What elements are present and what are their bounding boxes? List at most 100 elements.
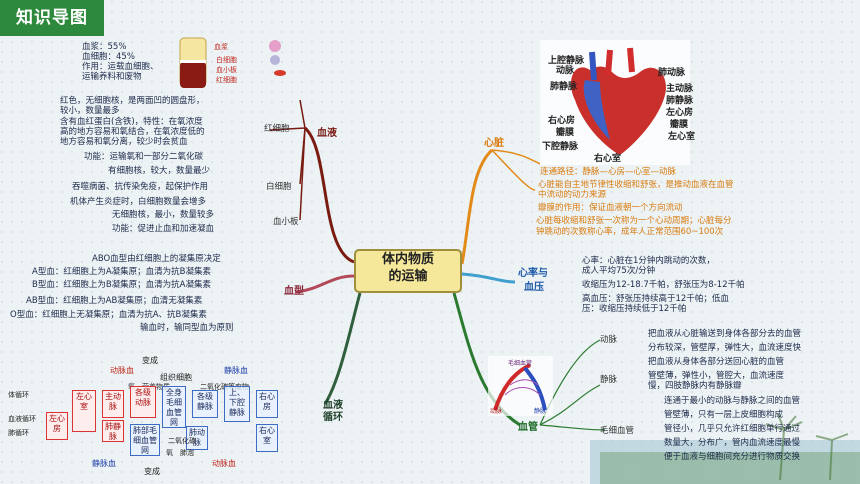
- rbc-desc-6: 功能：运输氧和一部分二氧化碳: [84, 152, 204, 162]
- bloodtype-5: O型血：红细胞上无凝集原；血清为抗A、抗B凝集素: [10, 310, 207, 320]
- vessel-illustration: [488, 356, 553, 416]
- vein-desc-2: 管壁薄，弹性小，管腔大，血流速度: [648, 371, 785, 381]
- platelet-desc-1: 无细胞核，最小，数量较多: [112, 210, 215, 220]
- branch-bloodtype[interactable]: 血型: [284, 286, 304, 297]
- heart-label-aorta: 主动脉: [666, 84, 694, 94]
- circ-left-systemic: 体循环: [8, 391, 29, 399]
- capillary-desc-5: 便于血液与细胞间充分进行物质交换: [664, 452, 801, 462]
- circ-right-atrium: 右心房: [256, 390, 278, 418]
- rate-desc-4: 高血压：舒张压持续高于12千帕；低血: [582, 294, 729, 304]
- circ-bottom-venous: 静脉血: [92, 459, 116, 468]
- bloodtype-3: B型血：红细胞上为B凝集原；血清为抗A凝集素: [32, 280, 211, 290]
- capillary-desc-2: 管壁薄，只有一层上皮细胞构成: [664, 410, 784, 420]
- circ-body-capillaries: 全身毛细血管网: [162, 386, 186, 428]
- rbc-desc-5: 地方容易和氧分离，较少时会贫血: [60, 137, 188, 147]
- circ-lung-capillaries: 肺部毛细血管网: [130, 424, 160, 456]
- wbc-desc-2: 吞噬病菌、抗传染免疫，起保护作用: [72, 182, 209, 192]
- circ-co2-lung: 二氧化碳: [168, 437, 196, 445]
- heart-desc-6: 钟跳动的次数称心率，成年人正常范围60~100次: [536, 227, 724, 237]
- branch-rate-2: 血压: [524, 282, 544, 293]
- bloodtype-1: ABO血型由红细胞上的凝集原决定: [92, 254, 221, 264]
- branch-rate[interactable]: 心率与: [518, 268, 548, 279]
- rate-desc-3: 收缩压为12-18.7千帕，舒张压为8-12千帕: [582, 280, 745, 290]
- circ-organ: 组织细胞: [160, 373, 192, 382]
- rbc-desc-1: 红色，无细胞核，是两面凹的圆盘形，: [60, 96, 205, 106]
- wbc-desc-3: 机体产生炎症时，白细胞数量会增多: [70, 197, 207, 207]
- circ-alveoli: 肺泡: [180, 449, 194, 457]
- heart-label-artery: 动脉: [556, 66, 575, 76]
- vessel-pic-artery: 动脉: [490, 408, 503, 415]
- capillary-desc-4: 数量大，分布广，管内血流速度最慢: [664, 438, 801, 448]
- circ-pulm-vein: 肺静脉: [102, 420, 124, 442]
- circ-bottom-change: 变成: [144, 467, 160, 476]
- heart-desc-5: 心脏每收缩和舒张一次称为一个心动周期；心脏每分: [536, 216, 732, 226]
- heart-label-valve1: 瓣膜: [556, 128, 575, 138]
- circ-veins: 各级静脉: [192, 390, 218, 418]
- heart-label-svc: 上腔静脉: [548, 56, 585, 66]
- branch-blood[interactable]: 血液: [317, 128, 337, 139]
- heart-label-rv: 右心室: [594, 154, 622, 164]
- tube-label-platelet: 血小板: [216, 66, 237, 74]
- tube-label-wbc: 白细胞: [216, 56, 237, 64]
- branch-vessels[interactable]: 血管: [518, 422, 538, 433]
- artery-desc-1: 把血液从心脏输送到身体各部分去的血管: [648, 329, 802, 339]
- heart-label-valve2: 瓣膜: [670, 120, 689, 130]
- heart-desc-2: 心脏能自主地节律性收缩和舒张，是推动血液在血管: [538, 180, 734, 190]
- heart-label-ra: 右心房: [548, 116, 576, 126]
- circ-pulm-artery: 肺动脉: [186, 426, 208, 450]
- bloodtype-6: 输血时，输同型血为原则: [140, 323, 234, 333]
- bloodtype-2: A型血：红细胞上为A凝集原；血清为抗B凝集素: [32, 267, 211, 277]
- artery-label[interactable]: 动脉: [600, 335, 618, 345]
- rate-desc-5: 压：收缩压持续低于12千帕: [582, 304, 687, 314]
- branch-circulation[interactable]: 血液: [323, 400, 343, 411]
- circ-top-arterial: 动脉血: [110, 366, 134, 375]
- circ-aorta: 主动脉: [102, 390, 124, 418]
- circ-left-atrium: 左心房: [46, 412, 68, 440]
- rate-desc-2: 成人平均75次/分钟: [582, 266, 656, 276]
- plasma-percent: 血浆：55%: [82, 42, 127, 52]
- tube-label-plasma: 血浆: [214, 43, 228, 51]
- vessel-pic-vein: 静脉: [534, 408, 547, 415]
- heart-desc-3: 中流动的动力来源: [538, 190, 607, 200]
- vein-desc-3: 慢，四肢静脉内有静脉瓣: [648, 381, 742, 391]
- heart-illustration: [540, 40, 690, 165]
- tube-label-rbc: 红细胞: [216, 76, 237, 84]
- rbc-desc-2: 较小，数量最多: [60, 106, 120, 116]
- circ-left-pulmonary: 肺循环: [8, 429, 29, 437]
- vessel-pic-capillary: 毛细血管: [508, 360, 533, 367]
- knowledge-map-badge: 知识导图: [0, 0, 104, 36]
- circ-vena-cava: 上、下腔静脉: [224, 386, 250, 422]
- plasma-function-2: 运输养料和废物: [82, 72, 142, 82]
- circ-top-venous: 静脉血: [224, 366, 248, 375]
- branch-heart[interactable]: 心脏: [484, 138, 504, 149]
- heart-desc-4: 瓣膜的作用：保证血液朝一个方向流动: [538, 203, 683, 213]
- heart-label-la: 左心房: [666, 108, 694, 118]
- platelet-desc-2: 功能：促进止血和加速凝血: [112, 224, 215, 234]
- vein-desc-1: 把血液从身体各部分送回心脏的血管: [648, 357, 785, 367]
- circ-bottom-arterial: 动脉血: [212, 459, 236, 468]
- central-topic-line2: 的运输: [388, 269, 428, 284]
- capillary-desc-3: 管径小，几乎只允许红细胞单行通过: [664, 424, 801, 434]
- rbc-desc-3: 含有血红蛋白(含铁)，特性：在氧浓度: [60, 117, 203, 127]
- bloodtype-4: AB型血：红细胞上为AB凝集原；血清无凝集素: [26, 296, 203, 306]
- circ-o2: 氧: [166, 449, 173, 457]
- wbc-desc-1: 有细胞核，较大，数量最少: [108, 166, 211, 176]
- wbc-label[interactable]: 白细胞: [266, 182, 292, 192]
- circ-right-ventricle: 右心室: [256, 424, 278, 452]
- central-topic-line1: 体内物质: [381, 252, 434, 267]
- capillary-label[interactable]: 毛细血管: [600, 426, 635, 436]
- central-topic[interactable]: 体内物质 的运输: [354, 249, 462, 293]
- heart-label-pv2: 肺静脉: [666, 96, 694, 106]
- heart-desc-1: 连通路径：静脉—心房—心室—动脉: [540, 167, 677, 177]
- heart-label-pa: 肺动脉: [658, 68, 686, 78]
- circ-arteries: 各级动脉: [130, 386, 156, 418]
- circ-left-circulation: 血液循环: [8, 415, 36, 423]
- heart-label-lv: 左心室: [668, 132, 696, 142]
- blood-tube-illustration: [179, 37, 286, 88]
- rbc-label[interactable]: 红细胞: [264, 124, 290, 134]
- capillary-desc-1: 连通于最小的动脉与静脉之间的血管: [664, 396, 801, 406]
- vein-label[interactable]: 静脉: [600, 375, 618, 385]
- rate-desc-1: 心率：心脏在1分钟内跳动的次数，: [582, 256, 715, 266]
- branch-circulation-2: 循环: [323, 412, 343, 423]
- platelet-label[interactable]: 血小板: [273, 217, 299, 227]
